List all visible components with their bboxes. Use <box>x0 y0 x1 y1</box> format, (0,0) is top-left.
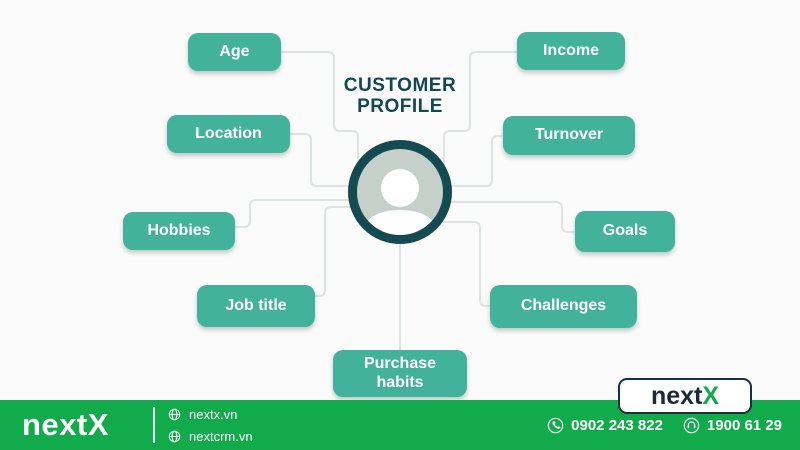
node-job-title-label: Job title <box>225 296 287 314</box>
phone-number[interactable]: 0902 243 822 <box>571 416 663 434</box>
node-job-title: Job title <box>197 285 315 327</box>
node-goals: Goals <box>575 211 675 252</box>
globe-icon <box>168 430 181 442</box>
node-turnover-label: Turnover <box>534 126 604 144</box>
connector-hobbies <box>234 199 357 228</box>
footer-contacts: 0902 243 822 1900 61 29 <box>547 400 782 450</box>
phone-icon <box>547 417 564 433</box>
node-age: Age <box>188 33 281 71</box>
connector-goals <box>445 201 576 233</box>
footer-websites: nextx.vn nextcrm.vn <box>168 405 253 445</box>
diagram-title-line2: PROFILE <box>357 96 443 117</box>
support-icon <box>683 417 700 433</box>
customer-avatar-icon <box>348 140 452 244</box>
connector-location <box>289 133 357 187</box>
logo-text-accent: X <box>702 381 720 410</box>
website-link[interactable]: nextx.vn <box>189 406 238 422</box>
footer-brand: nextX <box>22 407 109 442</box>
node-age-label: Age <box>219 42 250 60</box>
node-hobbies: Hobbies <box>123 212 235 250</box>
diagram-title: CUSTOMER PROFILE <box>300 75 500 117</box>
hotline-contact: 1900 61 29 <box>683 417 782 434</box>
node-income: Income <box>517 32 625 70</box>
node-challenges-label: Challenges <box>520 297 607 315</box>
diagram-title-line1: CUSTOMER <box>343 75 457 96</box>
footer-divider <box>153 407 155 443</box>
connector-challenges <box>439 221 491 307</box>
node-purchase-habits: Purchase habits <box>333 350 467 397</box>
website-row: nextcrm.vn <box>168 427 253 445</box>
node-location-label: Location <box>195 124 262 142</box>
node-purchase-habits-label: Purchase habits <box>363 355 437 391</box>
node-turnover: Turnover <box>503 116 635 155</box>
node-goals-label: Goals <box>602 222 648 240</box>
node-income-label: Income <box>542 41 599 59</box>
website-row: nextx.vn <box>168 405 253 423</box>
node-challenges: Challenges <box>490 285 637 328</box>
connector-age <box>280 51 359 167</box>
connector-turnover <box>445 135 504 187</box>
node-location: Location <box>167 115 290 153</box>
website-link[interactable]: nextcrm.vn <box>189 428 253 444</box>
node-hobbies-label: Hobbies <box>147 221 211 239</box>
connector-income <box>443 51 518 167</box>
phone-contact: 0902 243 822 <box>547 417 663 434</box>
connector-job-title <box>314 206 357 297</box>
logo-text-dark: next <box>650 381 703 410</box>
globe-icon <box>168 408 181 420</box>
footer-bar: nextX nextx.vn nextc <box>0 400 800 450</box>
hotline-number[interactable]: 1900 61 29 <box>706 416 782 434</box>
